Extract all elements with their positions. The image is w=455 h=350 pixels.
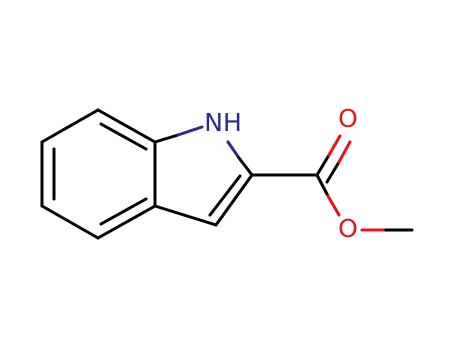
bond-n1-c2-nitrogen-part xyxy=(226,140,241,160)
bond-c3-c3a xyxy=(153,204,218,227)
bond-carbonyl-c-ester-o-oxygen xyxy=(326,194,341,217)
pyrrole-ring xyxy=(153,125,254,227)
bond-c7-c7a xyxy=(96,108,157,144)
benzene-ring xyxy=(40,108,157,240)
bond-carbonyl-double-2-oxygen xyxy=(337,140,352,164)
bond-c7-c7a-inner xyxy=(99,122,148,151)
bond-carbonyl-c-ester-o-carbon xyxy=(315,173,330,198)
bond-carbonyl-double-1-carbon xyxy=(315,153,331,177)
bond-c7a-n1-nitrogen-part xyxy=(176,125,204,137)
bond-c2-c3-inner xyxy=(208,174,242,217)
bond-n1-c2-carbon-part xyxy=(237,156,254,177)
ester-oxygen-label: O xyxy=(338,214,358,243)
bond-c6-c7 xyxy=(40,108,100,144)
bond-c4-c5 xyxy=(40,204,100,240)
nh-atom-label: NH xyxy=(204,108,242,137)
methyl-ester-group xyxy=(250,134,414,232)
bond-c2-c3 xyxy=(214,173,254,227)
carbonyl-oxygen-label: O xyxy=(338,104,358,133)
bond-c3a-c4-inner xyxy=(99,197,148,226)
bond-c7a-n1-carbon-part xyxy=(153,133,180,144)
bond-carbonyl-double-2-carbon xyxy=(325,160,341,184)
bond-carbonyl-double-1-oxygen xyxy=(327,134,342,157)
bond-c3a-c4 xyxy=(96,204,157,240)
